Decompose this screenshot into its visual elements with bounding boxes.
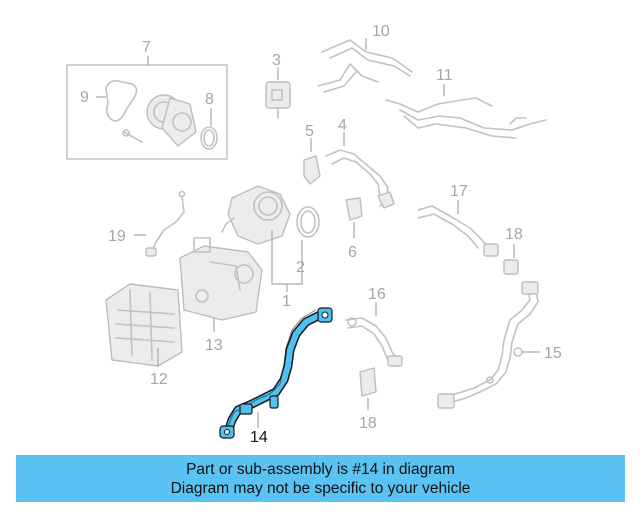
parts-diagram: 7 9 8 3 10 11 5 4 6 17 19 18 2 1 16 13 1… — [66, 23, 562, 446]
part-17-pipe — [417, 200, 499, 257]
part-18-gasket-right — [503, 244, 519, 275]
callout-8: 8 — [205, 91, 214, 108]
part-16-pipe — [345, 302, 403, 367]
callout-labels: 7 9 8 3 10 11 5 4 6 17 19 18 2 1 16 13 1… — [80, 23, 562, 446]
callout-13: 13 — [205, 337, 223, 354]
callout-18-right: 18 — [505, 226, 523, 243]
parts-1-2-throttle — [221, 185, 320, 292]
banner-line-part-number: Part or sub-assembly is #14 in diagram — [186, 460, 455, 478]
callout-1: 1 — [282, 293, 291, 310]
callout-15: 15 — [544, 345, 562, 362]
callout-19: 19 — [108, 228, 126, 245]
info-banner: Part or sub-assembly is #14 in diagram D… — [16, 455, 625, 502]
callout-12: 12 — [150, 371, 168, 388]
callout-11: 11 — [436, 67, 453, 84]
callout-2: 2 — [296, 259, 305, 276]
callout-18-lower: 18 — [359, 415, 377, 432]
callout-14-highlighted: 14 — [250, 429, 268, 446]
part-19-sensor — [134, 190, 186, 257]
callout-3: 3 — [272, 52, 281, 69]
callout-6: 6 — [348, 244, 357, 261]
part-15-pipe — [437, 281, 540, 409]
callout-10: 10 — [372, 23, 390, 40]
parts-4-5-6 — [303, 132, 395, 238]
part-18-gasket-lower — [359, 367, 377, 410]
part-10-bracket — [317, 38, 413, 93]
callout-16: 16 — [368, 286, 386, 303]
part-3-sensor — [265, 67, 291, 119]
part-7-kit — [66, 56, 228, 160]
callout-17: 17 — [450, 183, 468, 200]
callout-9: 9 — [80, 89, 89, 106]
part-14-pipe-highlighted — [219, 307, 333, 439]
banner-line-disclaimer: Diagram may not be specific to your vehi… — [170, 479, 471, 497]
part-11-pipe — [385, 84, 547, 139]
callout-7: 7 — [142, 39, 151, 56]
part-12-manifold — [105, 283, 183, 367]
callout-4: 4 — [338, 117, 347, 134]
callout-5: 5 — [305, 123, 314, 140]
part-13-cooler — [179, 237, 263, 332]
